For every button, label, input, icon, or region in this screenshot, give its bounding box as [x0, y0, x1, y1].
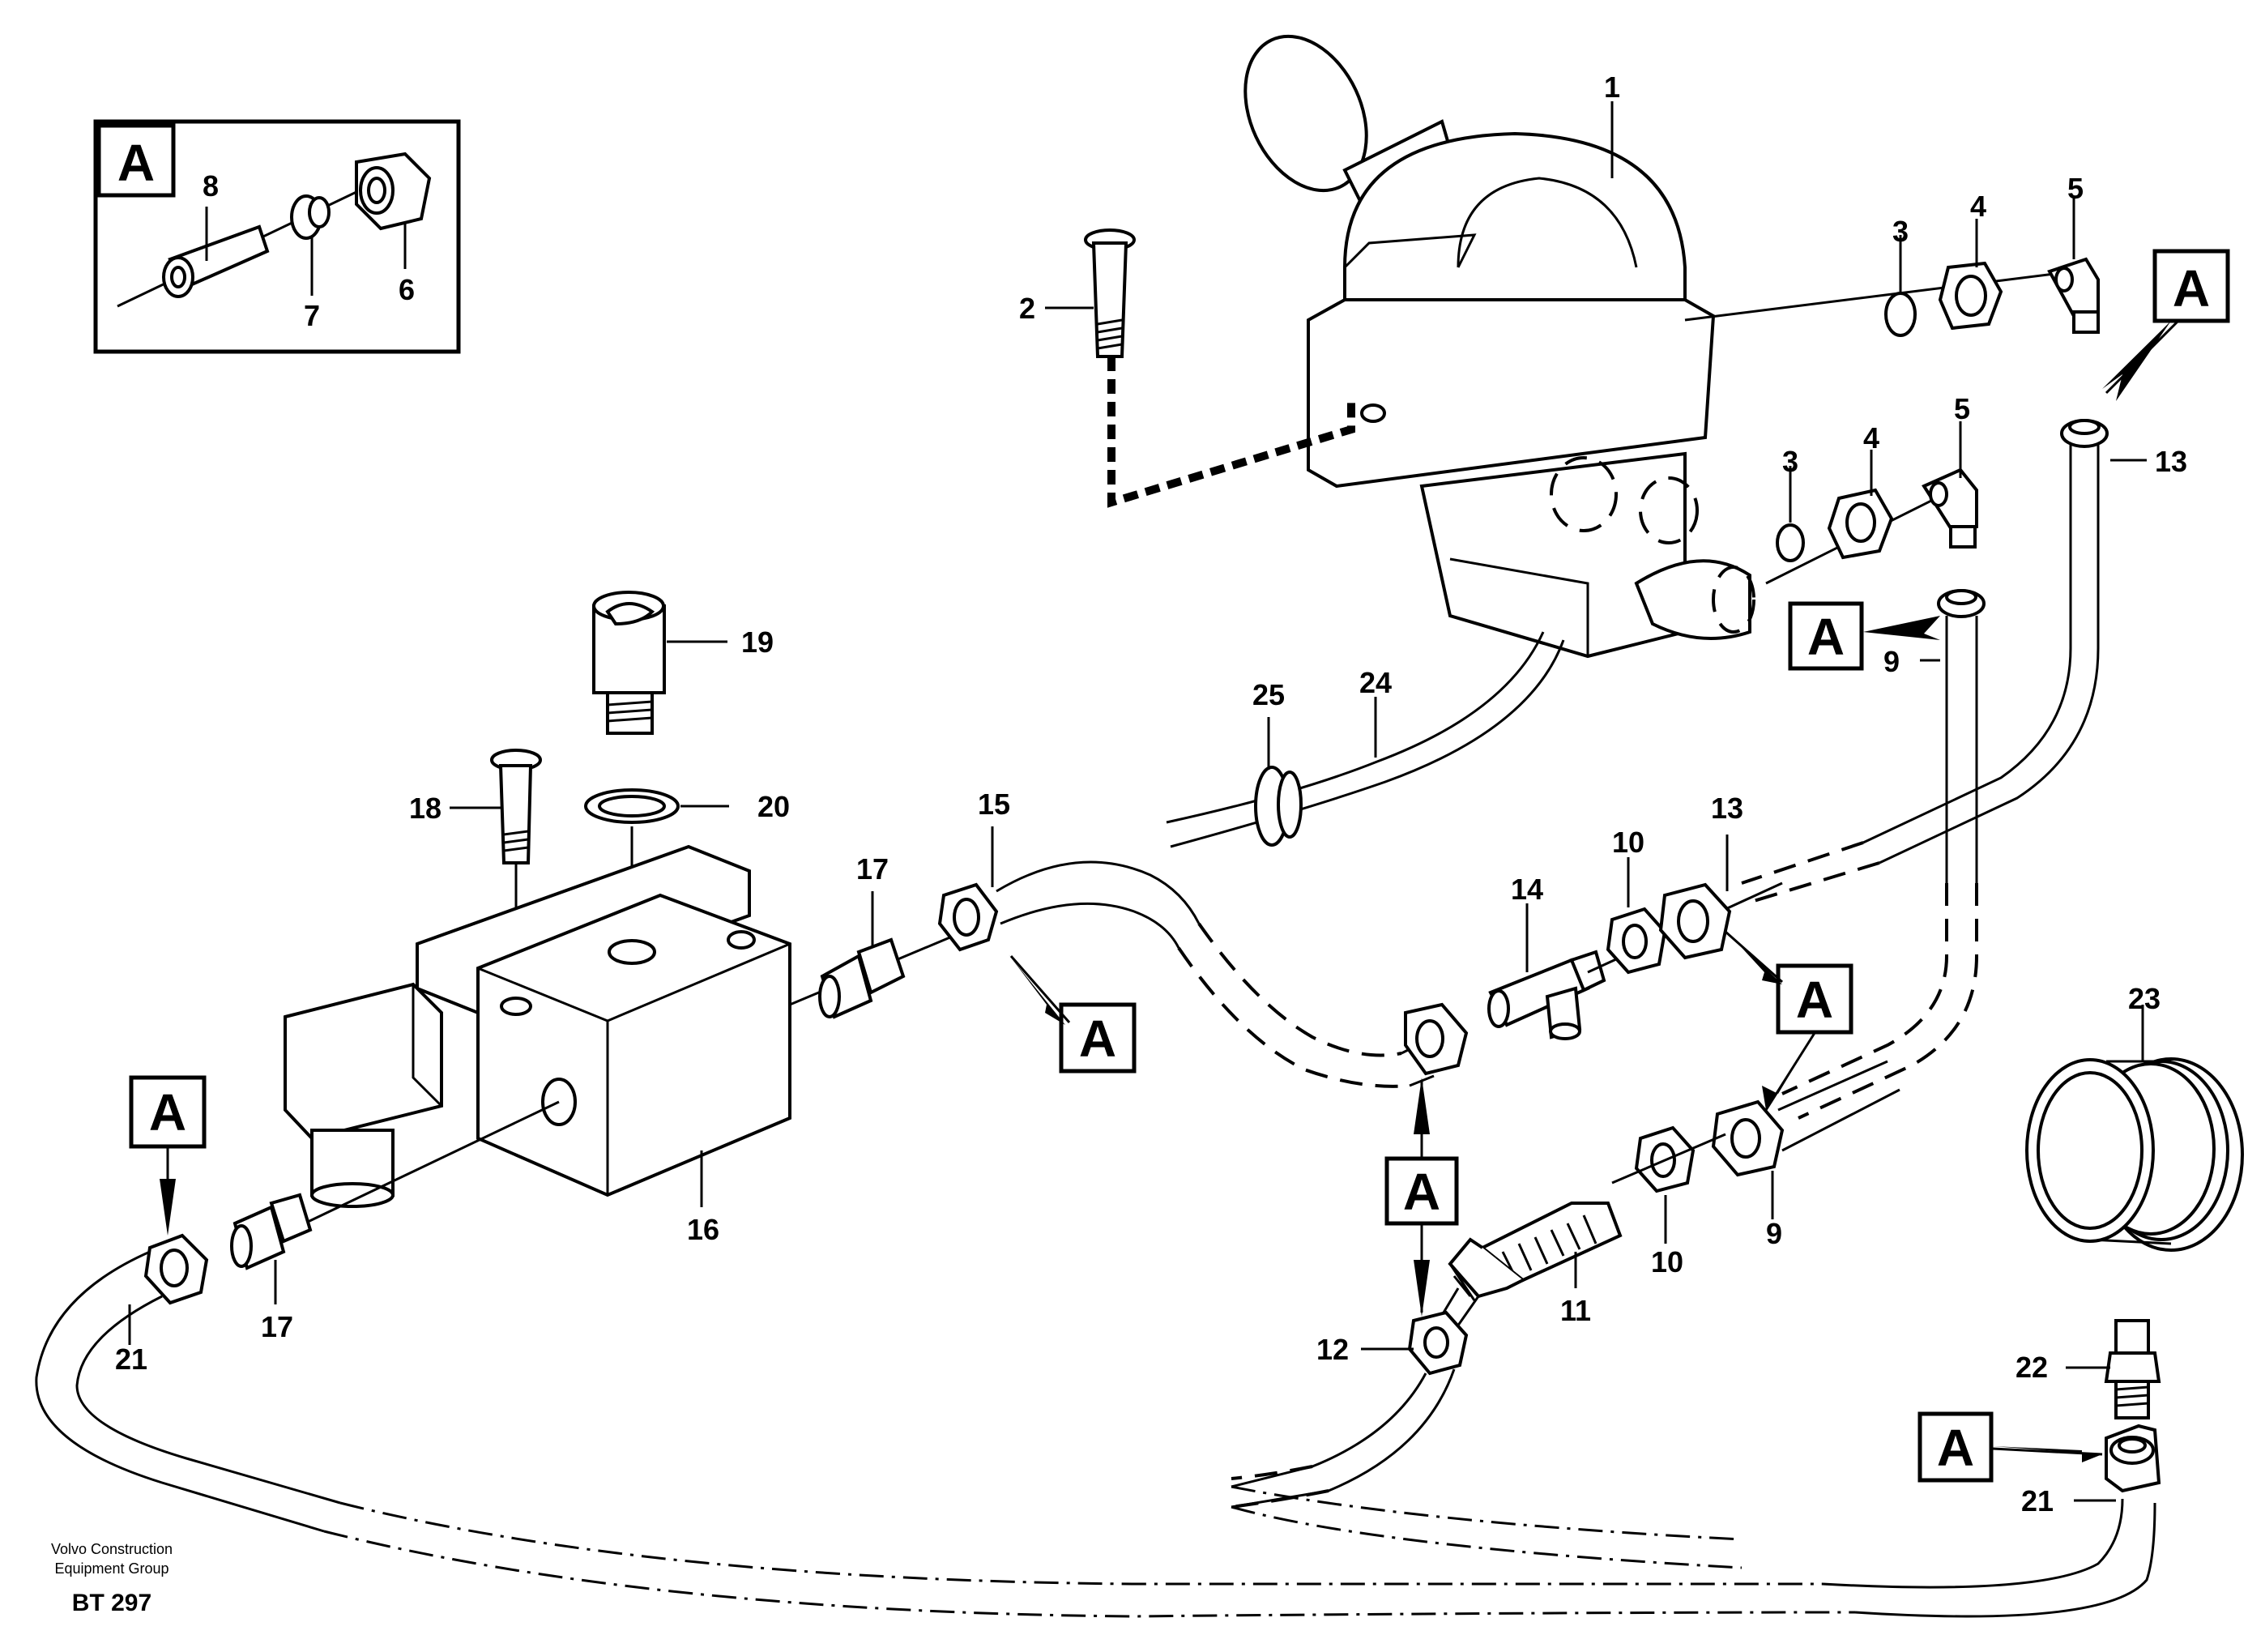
callout-2: 2 [1019, 292, 1035, 325]
callout-9-upper: 9 [1883, 645, 1900, 678]
sensor-19 [592, 591, 666, 735]
bolt-18 [490, 749, 542, 1005]
elbow-5-lower [1922, 467, 1978, 549]
callout-23: 23 [2128, 982, 2161, 1015]
pipe-13 [1741, 419, 2109, 903]
callout-12: 12 [1316, 1333, 1349, 1366]
callout-3-upper: 3 [1892, 215, 1909, 248]
bolt-2 [1084, 228, 1355, 508]
callout-11: 11 [1560, 1294, 1591, 1327]
callout-13-right: 13 [2155, 445, 2187, 478]
solenoid-valve-16 [284, 844, 791, 1208]
adapter-22 [2104, 1319, 2161, 1419]
drawing-code: BT 297 [72, 1590, 151, 1616]
hose-11 [1432, 1202, 1623, 1338]
fitting-17-left [230, 1193, 313, 1270]
o-ring-3-lower [1776, 523, 1805, 562]
pipe-9-lower [1711, 1060, 1900, 1177]
callout-1: 1 [1604, 70, 1620, 104]
callout-19: 19 [741, 625, 774, 659]
fitting-17-right [818, 937, 906, 1019]
callout-17-left: 17 [261, 1310, 293, 1343]
pipe-21 [35, 1250, 2156, 1618]
ferrule-part [290, 194, 331, 240]
callout-7: 7 [304, 299, 320, 332]
t-fitting-14 [1487, 950, 1606, 1040]
callout-10-upper: 10 [1612, 826, 1644, 859]
callout-21-left: 21 [115, 1343, 147, 1376]
callout-14: 14 [1511, 873, 1543, 906]
pipe-21-left-nut [143, 1233, 209, 1305]
callout-3-lower: 3 [1782, 445, 1798, 478]
tag-a-2: A [1807, 608, 1845, 666]
callout-20: 20 [757, 790, 790, 823]
elbow-5-upper [2047, 257, 2100, 334]
pressure-gauge-23 [2025, 1057, 2244, 1252]
callout-5-upper: 5 [2067, 172, 2084, 205]
pipe-21-right-nut [2105, 1424, 2161, 1493]
nut-12 [1407, 1310, 1469, 1376]
callout-8: 8 [203, 169, 219, 203]
callout-4-upper: 4 [1970, 190, 1986, 223]
callout-24: 24 [1359, 666, 1392, 699]
callout-5-lower: 5 [1954, 392, 1970, 425]
callout-10-lower: 10 [1651, 1245, 1683, 1278]
tag-a-5: A [1403, 1163, 1440, 1221]
nut-part [355, 152, 432, 231]
hose-24 [1166, 631, 1565, 848]
pipe-9 [1781, 589, 1986, 1120]
callout-13-mid: 13 [1711, 792, 1743, 825]
tag-a-1: A [2173, 259, 2210, 318]
tag-a-7: A [1937, 1419, 1974, 1477]
company-line-1: Volvo Construction [51, 1541, 173, 1557]
inset-tag: A [117, 134, 155, 192]
callout-25: 25 [1252, 678, 1285, 711]
callout-17-right: 17 [856, 852, 889, 886]
tag-a-4: A [1796, 971, 1833, 1029]
detail-inset: A 8 7 6 [93, 119, 461, 354]
tag-a-3: A [1079, 1010, 1116, 1068]
sleeve-part [162, 224, 270, 298]
callout-6: 6 [399, 273, 415, 306]
callout-16: 16 [687, 1213, 719, 1246]
company-line-2: Equipment Group [54, 1560, 168, 1577]
callout-15: 15 [978, 788, 1010, 821]
footer-block: Volvo Construction Equipment Group BT 29… [51, 1541, 173, 1616]
callout-9-lower: 9 [1766, 1217, 1782, 1250]
tag-a-6: A [149, 1083, 186, 1142]
o-ring-3-upper [1884, 292, 1917, 337]
callout-21-right: 21 [2021, 1484, 2054, 1518]
callout-18: 18 [409, 792, 441, 825]
callout-4-lower: 4 [1863, 421, 1879, 455]
callout-22: 22 [2016, 1351, 2048, 1384]
handbrake-valve [1243, 34, 1755, 659]
pipe-15 [937, 860, 1435, 1088]
